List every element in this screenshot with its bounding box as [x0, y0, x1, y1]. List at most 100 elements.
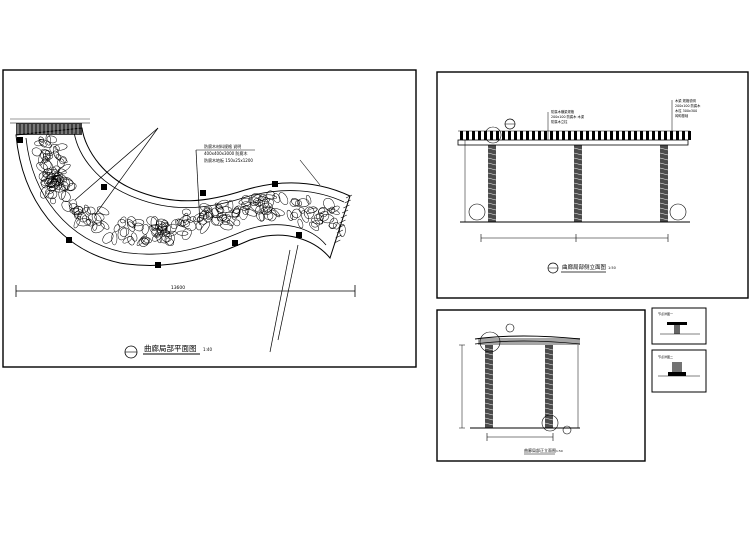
column-texture [487, 147, 497, 151]
side-column [488, 145, 496, 222]
column-texture [573, 202, 583, 206]
column-texture [487, 217, 497, 221]
column-texture [573, 182, 583, 186]
paving-stone [311, 220, 321, 228]
column-texture [573, 152, 583, 156]
paving-stone [54, 143, 68, 151]
hatch-line [336, 229, 344, 234]
paving-stone [40, 178, 54, 186]
plan-leader [94, 127, 159, 216]
front-column [545, 345, 553, 428]
paving-stone [141, 223, 149, 235]
paving-stone [77, 211, 87, 223]
paving-stone [304, 206, 315, 219]
column-texture [484, 357, 494, 361]
paving-stone [102, 232, 114, 244]
hatch-line [344, 199, 351, 204]
paving-stone [316, 212, 325, 222]
column-texture [487, 202, 497, 206]
plan-columns [17, 137, 302, 268]
column-texture [487, 177, 497, 181]
paving-stone [329, 206, 335, 214]
paving-stone [73, 215, 81, 229]
paving-stone [255, 204, 265, 215]
paving-stone [216, 199, 229, 209]
paving-stone [45, 190, 54, 199]
front-detail-bubble [562, 425, 572, 435]
paving-stone [178, 215, 191, 226]
paving-stone [126, 216, 137, 228]
column-texture [544, 357, 554, 361]
paving-stone [259, 194, 267, 201]
plan-end-hatch [334, 194, 353, 244]
front-elevation-panel: 曲廊局部正立面图 1:50 [436, 309, 646, 462]
paving-stone [48, 178, 59, 191]
side-beam [457, 139, 689, 146]
column-texture [659, 172, 669, 176]
column-texture [484, 422, 494, 426]
paving-stone [61, 200, 73, 212]
paving-stone [231, 206, 240, 220]
plan-column [232, 240, 238, 246]
column-texture [659, 217, 669, 221]
paving-stone [113, 224, 120, 232]
column-texture [659, 212, 669, 216]
paving-stone [165, 223, 177, 235]
front-beam-fill [478, 338, 580, 345]
side-shrub [669, 203, 687, 221]
paving-stone [40, 181, 49, 189]
paving-stone [46, 152, 54, 160]
paving-stone [163, 230, 177, 237]
detail-top-label: 节点详图一 [658, 311, 673, 316]
paving-stone [259, 202, 270, 212]
front-detail-circle [479, 331, 501, 353]
paving-stone [55, 154, 68, 164]
paving-stone [200, 207, 211, 217]
paving-stone [50, 176, 59, 187]
plan-leader [299, 159, 321, 186]
paving-stone [196, 217, 207, 225]
front-top-beam [474, 335, 581, 340]
plan-stone-paving [31, 134, 346, 247]
paving-stone [221, 217, 230, 226]
column-texture [484, 372, 494, 376]
rafter [508, 131, 511, 140]
column-texture [544, 392, 554, 396]
paving-stone [221, 213, 231, 222]
column-texture [484, 347, 494, 351]
rafter [646, 131, 649, 140]
column-texture [659, 147, 669, 151]
column-texture [484, 392, 494, 396]
column-texture [484, 362, 494, 366]
column-texture [544, 397, 554, 401]
rafter [580, 131, 583, 140]
paving-stone [238, 206, 248, 220]
rafter [640, 131, 643, 140]
side-columns [487, 145, 669, 222]
paving-stone [51, 172, 60, 180]
rafter [496, 131, 499, 140]
paving-stone [256, 211, 265, 222]
paving-stone [195, 222, 202, 231]
paving-stone [69, 203, 80, 213]
detail-bottom-label: 节点详图二 [658, 354, 673, 359]
front-elevation-frame [436, 309, 646, 462]
detail-bottom-block [672, 362, 682, 372]
paving-stone [272, 193, 281, 203]
paving-stone [120, 216, 127, 224]
column-texture [544, 367, 554, 371]
front-column [485, 345, 493, 428]
column-texture [659, 202, 669, 206]
plan-leader [277, 244, 299, 341]
paving-stone [181, 208, 191, 216]
column-texture [544, 352, 554, 356]
rafter [682, 131, 685, 140]
column-texture [484, 412, 494, 416]
paving-stone [329, 217, 338, 230]
column-texture [544, 422, 554, 426]
paving-stone [211, 215, 224, 226]
column-texture [659, 207, 669, 211]
hatch-line [343, 204, 350, 209]
column-texture [487, 187, 497, 191]
paving-stone [339, 224, 346, 237]
